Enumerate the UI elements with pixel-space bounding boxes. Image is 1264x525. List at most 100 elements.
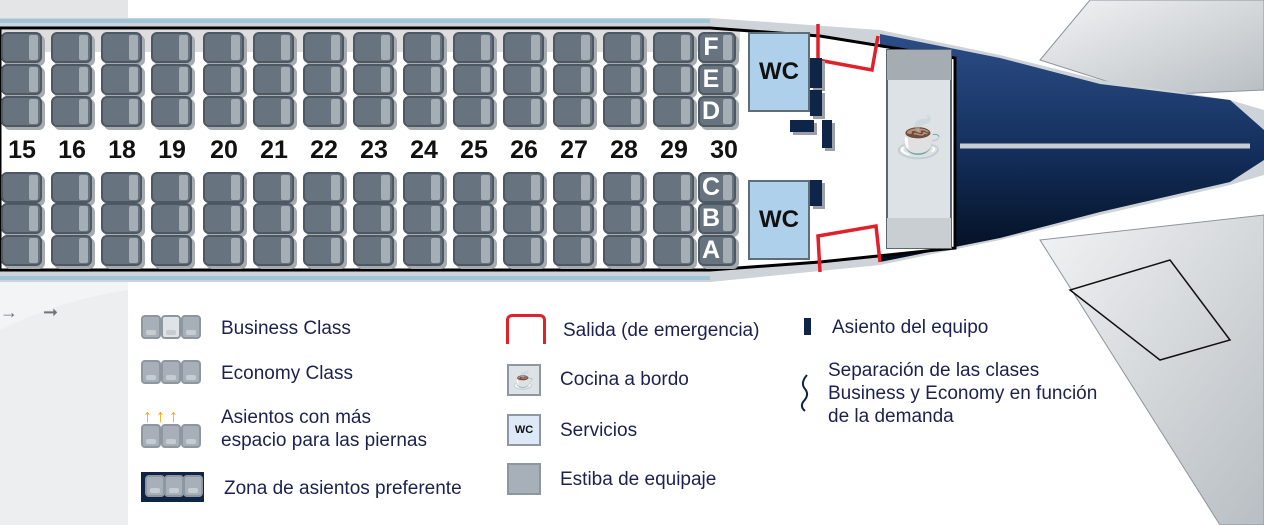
seat[interactable] bbox=[1, 32, 42, 63]
seat[interactable]: D bbox=[698, 96, 736, 127]
seat[interactable]: A bbox=[698, 235, 736, 266]
seat[interactable] bbox=[603, 235, 644, 266]
seat[interactable] bbox=[51, 235, 92, 266]
seat[interactable] bbox=[101, 172, 142, 203]
seat[interactable] bbox=[1, 203, 42, 234]
seat[interactable] bbox=[353, 64, 394, 95]
seat[interactable] bbox=[603, 172, 644, 203]
seat[interactable] bbox=[603, 203, 644, 234]
seat[interactable] bbox=[503, 32, 544, 63]
seat[interactable] bbox=[253, 96, 294, 127]
seat[interactable] bbox=[353, 235, 394, 266]
seat[interactable] bbox=[503, 64, 544, 95]
seat[interactable] bbox=[503, 96, 544, 127]
seat[interactable] bbox=[101, 64, 142, 95]
crew-seat[interactable] bbox=[810, 180, 822, 206]
seat[interactable] bbox=[653, 32, 694, 63]
seat[interactable] bbox=[353, 32, 394, 63]
seat[interactable] bbox=[203, 32, 244, 63]
seat[interactable] bbox=[151, 203, 192, 234]
seat[interactable]: C bbox=[698, 172, 736, 203]
seat[interactable] bbox=[51, 64, 92, 95]
seat[interactable] bbox=[101, 32, 142, 63]
seat[interactable] bbox=[653, 172, 694, 203]
crew-seat[interactable] bbox=[810, 58, 822, 88]
seat[interactable]: F bbox=[698, 32, 736, 63]
seat[interactable] bbox=[303, 32, 344, 63]
seat[interactable] bbox=[101, 203, 142, 234]
seat[interactable] bbox=[303, 203, 344, 234]
seat[interactable] bbox=[553, 203, 594, 234]
seat[interactable] bbox=[603, 32, 644, 63]
seat[interactable] bbox=[303, 235, 344, 266]
seat[interactable] bbox=[553, 64, 594, 95]
seat[interactable] bbox=[51, 172, 92, 203]
seat[interactable] bbox=[653, 96, 694, 127]
seat[interactable] bbox=[101, 235, 142, 266]
seat[interactable] bbox=[403, 64, 444, 95]
seat[interactable] bbox=[453, 32, 494, 63]
seat[interactable] bbox=[151, 96, 192, 127]
seat[interactable] bbox=[1, 235, 42, 266]
seat[interactable] bbox=[653, 203, 694, 234]
seat[interactable] bbox=[303, 96, 344, 127]
crew-seat[interactable] bbox=[810, 90, 822, 116]
seat[interactable] bbox=[603, 96, 644, 127]
squiggle-divider-icon bbox=[800, 374, 809, 412]
seat[interactable] bbox=[553, 96, 594, 127]
seat[interactable] bbox=[503, 235, 544, 266]
seat[interactable] bbox=[403, 172, 444, 203]
seat[interactable]: B bbox=[698, 203, 736, 234]
seat[interactable] bbox=[51, 96, 92, 127]
seat[interactable] bbox=[503, 203, 544, 234]
seat[interactable] bbox=[653, 235, 694, 266]
seat[interactable] bbox=[253, 172, 294, 203]
seat[interactable] bbox=[403, 203, 444, 234]
seat[interactable] bbox=[453, 64, 494, 95]
seat[interactable] bbox=[303, 64, 344, 95]
seat[interactable] bbox=[101, 96, 142, 127]
seat[interactable] bbox=[403, 96, 444, 127]
galley-icon: ☕ bbox=[895, 116, 945, 160]
seat[interactable] bbox=[1, 172, 42, 203]
seat[interactable] bbox=[553, 32, 594, 63]
seat[interactable] bbox=[403, 235, 444, 266]
seat[interactable] bbox=[203, 203, 244, 234]
seat[interactable] bbox=[653, 64, 694, 95]
seat[interactable] bbox=[353, 172, 394, 203]
seat[interactable] bbox=[453, 172, 494, 203]
seat[interactable]: E bbox=[698, 64, 736, 95]
seat[interactable] bbox=[253, 64, 294, 95]
seat[interactable] bbox=[453, 235, 494, 266]
seat[interactable] bbox=[553, 235, 594, 266]
seat[interactable] bbox=[203, 172, 244, 203]
exit-icon bbox=[506, 314, 546, 344]
seat-letter: E bbox=[702, 65, 720, 93]
seat[interactable] bbox=[603, 64, 644, 95]
seat[interactable] bbox=[253, 32, 294, 63]
seat[interactable] bbox=[51, 32, 92, 63]
seat[interactable] bbox=[51, 203, 92, 234]
seat[interactable] bbox=[403, 32, 444, 63]
seat[interactable] bbox=[151, 172, 192, 203]
seat[interactable] bbox=[151, 64, 192, 95]
seat[interactable] bbox=[151, 32, 192, 63]
seat[interactable] bbox=[203, 235, 244, 266]
seat[interactable] bbox=[353, 203, 394, 234]
seat[interactable] bbox=[353, 96, 394, 127]
seat[interactable] bbox=[503, 172, 544, 203]
crew-seat[interactable] bbox=[790, 120, 814, 132]
seat[interactable] bbox=[453, 203, 494, 234]
crew-seat[interactable] bbox=[822, 120, 832, 148]
seat[interactable] bbox=[203, 64, 244, 95]
seat[interactable] bbox=[1, 96, 42, 127]
wc-label: WC bbox=[759, 206, 799, 233]
seat[interactable] bbox=[1, 64, 42, 95]
seat[interactable] bbox=[253, 203, 294, 234]
seat[interactable] bbox=[303, 172, 344, 203]
seat[interactable] bbox=[553, 172, 594, 203]
seat[interactable] bbox=[203, 96, 244, 127]
seat[interactable] bbox=[253, 235, 294, 266]
seat[interactable] bbox=[453, 96, 494, 127]
seat[interactable] bbox=[151, 235, 192, 266]
